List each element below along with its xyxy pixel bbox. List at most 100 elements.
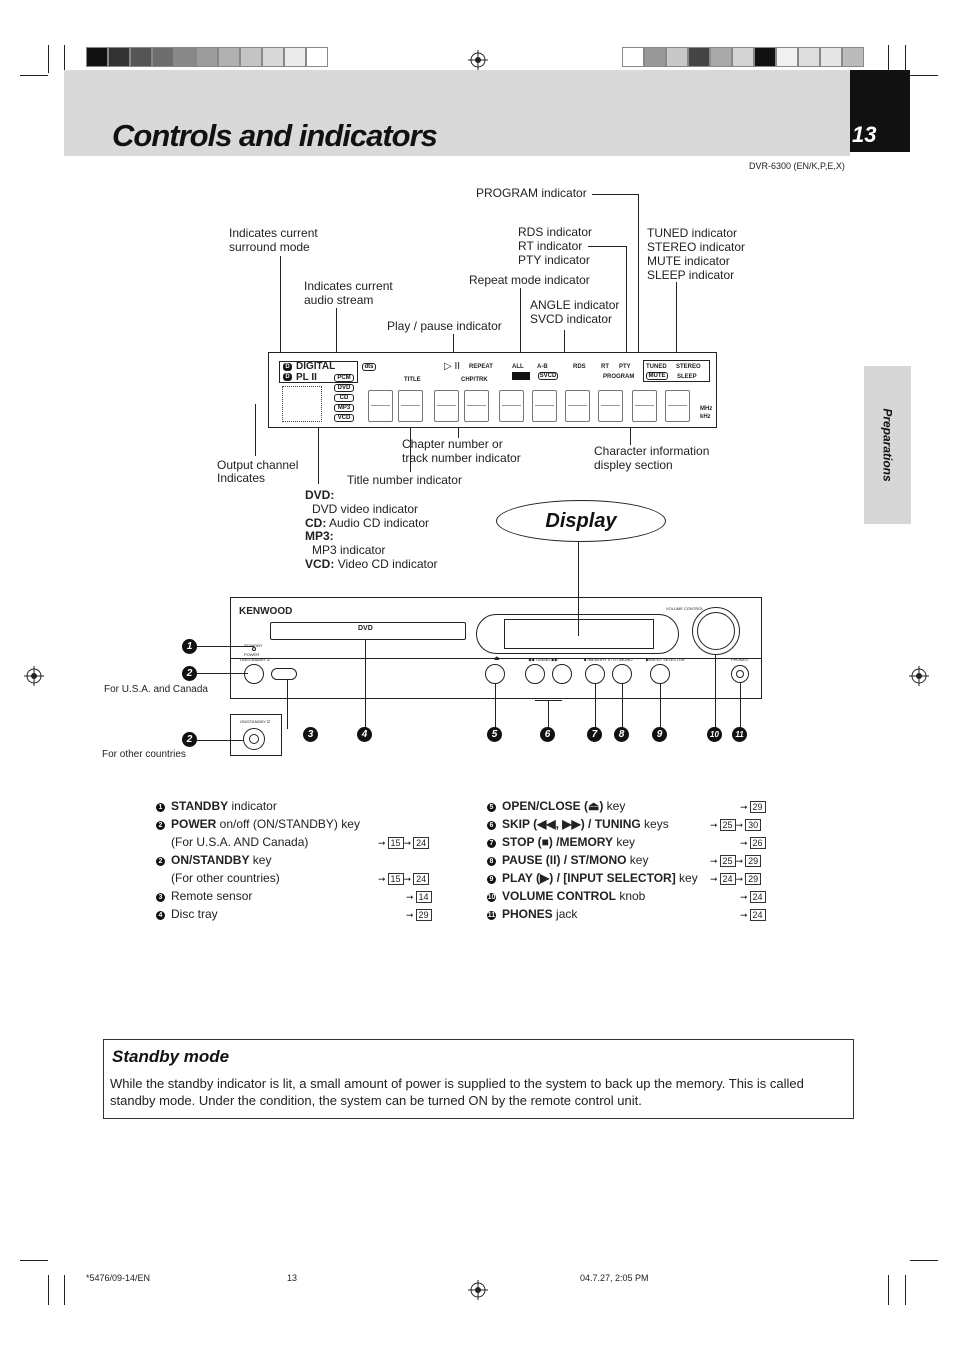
crop-mark [905, 1275, 906, 1305]
callout-2: 2 [182, 666, 197, 681]
crop-mark [910, 1260, 938, 1261]
display-oval: Display [496, 500, 666, 542]
page-number-box [850, 70, 910, 152]
page-title: Controls and indicators [112, 118, 438, 153]
lcd-stereo: STEREO [676, 364, 701, 370]
leader-line [336, 308, 337, 364]
tuned-group [643, 360, 710, 382]
panel-divider [230, 658, 762, 659]
page-ref: ➞29 [740, 799, 766, 814]
dvd-logo: DVD [358, 625, 373, 632]
disc-type-key: DVD: [305, 488, 335, 502]
callout-line [595, 684, 596, 729]
model-code: DVR-6300 (EN/K,P,E,X) [749, 161, 845, 171]
lcd-all: ALL [512, 364, 524, 370]
stop-memory-button[interactable] [585, 664, 605, 684]
phones-jack-hole [736, 670, 744, 678]
color-swatch [152, 47, 174, 67]
phones-label: PHONES [731, 657, 748, 662]
lcd-digit [565, 390, 590, 422]
lcd-repeat: REPEAT [469, 364, 493, 370]
callout-line [660, 684, 661, 729]
lcd-mute: MUTE [646, 372, 668, 380]
callout-7: 7 [587, 727, 602, 742]
open-close-button[interactable] [485, 664, 505, 684]
color-swatch [798, 47, 820, 67]
pro-logic-icon: D [283, 373, 292, 381]
skip-forward-button[interactable] [552, 664, 572, 684]
title-number-label: Title number indicator [347, 473, 462, 487]
callout-6: 6 [540, 727, 555, 742]
rds-indicator-label: RDS indicator [518, 225, 593, 239]
lcd-svcd: SVCD [538, 372, 558, 380]
play-pause-label: Play / pause indicator [387, 319, 502, 333]
lcd-digit [598, 390, 623, 422]
page-ref: ➞25➞29 [710, 853, 762, 868]
lcd-sleep: SLEEP [677, 374, 697, 380]
color-swatch [732, 47, 754, 67]
leader-line [592, 194, 639, 195]
lcd-pty: PTY [619, 364, 631, 370]
for-other-label: For other countries [102, 749, 186, 760]
callout-line [196, 646, 254, 647]
color-swatch [262, 47, 284, 67]
leader-line [564, 330, 565, 364]
color-swatch [86, 47, 108, 67]
disc-type-key: MP3: [305, 529, 334, 543]
registration-mark-icon [24, 666, 44, 686]
stereo-indicator-label: STEREO indicator [647, 240, 746, 254]
chapter-number-label: track number indicator [402, 451, 521, 465]
callout-11: 11 [732, 727, 747, 742]
callout-8: 8 [614, 727, 629, 742]
on-standby-label: ON/STANDBY ⏻ [240, 657, 270, 662]
volume-knob-inner[interactable] [697, 612, 735, 650]
brand-logo: KENWOOD [239, 606, 293, 617]
callout-5: 5 [487, 727, 502, 742]
svcd-indicator-label: SVCD indicator [530, 312, 613, 326]
lcd-dvd: DVD [334, 384, 354, 392]
leader-line [578, 542, 579, 636]
power-button[interactable] [244, 664, 264, 684]
callout-line [535, 700, 562, 701]
pause-mono-button[interactable] [612, 664, 632, 684]
callout-line [740, 683, 741, 729]
lcd-digit [499, 390, 524, 422]
remote-sensor [271, 668, 297, 680]
repeat-mode-label: Repeat mode indicator [469, 273, 590, 287]
color-swatch [776, 47, 798, 67]
lcd-vcd: VCD [334, 414, 354, 422]
output-channel-label: Output channel [217, 458, 299, 472]
skip-back-button[interactable] [525, 664, 545, 684]
standby-label: STANDBY [244, 643, 263, 648]
disc-type-row: CD: Audio CD indicator [305, 516, 430, 530]
leader-line [520, 288, 521, 362]
lcd-khz: kHz [700, 414, 711, 420]
lcd-pcm: PCM [334, 374, 354, 382]
lcd-pl2: PL II [296, 372, 317, 383]
play-input-button[interactable] [650, 664, 670, 684]
callout-line [196, 673, 248, 674]
leader-line [255, 404, 256, 456]
lcd-play-pause: ▷ II [444, 361, 461, 372]
page-ref: ➞15➞24 [378, 835, 430, 850]
leader-line [626, 246, 627, 366]
standby-indicator [252, 647, 256, 651]
page-ref: ➞24 [740, 907, 766, 922]
pty-indicator-label: PTY indicator [518, 253, 590, 267]
leader-line [280, 256, 281, 368]
display-screen [504, 619, 654, 649]
header-band [64, 70, 850, 156]
crop-mark [64, 45, 65, 73]
lcd-program: PROGRAM [603, 374, 635, 380]
lcd-digit [464, 390, 489, 422]
color-swatch [644, 47, 666, 67]
leader-line [453, 334, 454, 364]
on-standby-button-inner [249, 734, 259, 744]
color-swatch [174, 47, 196, 67]
